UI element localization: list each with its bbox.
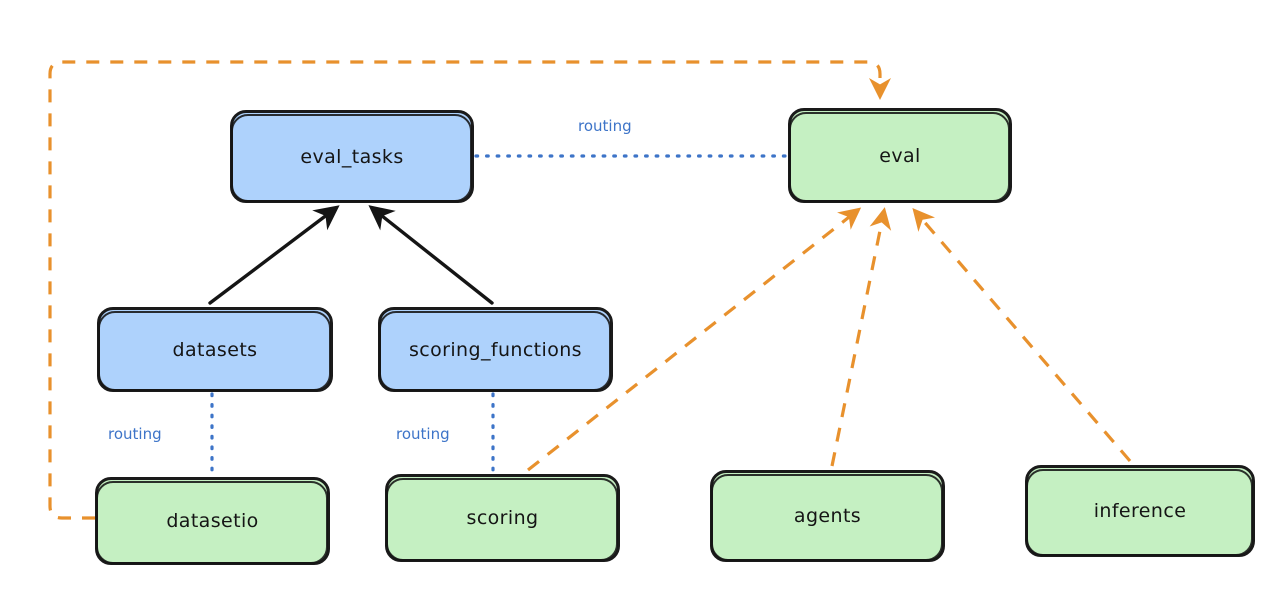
edge-agents-eval <box>830 207 892 467</box>
node-scoring[interactable]: scoring <box>385 474 620 562</box>
node-label: agents <box>793 505 862 527</box>
node-eval[interactable]: eval <box>788 108 1012 203</box>
node-label: scoring <box>466 507 539 529</box>
node-eval-tasks[interactable]: eval_tasks <box>230 110 474 203</box>
edge-datasets-eval_tasks <box>208 205 340 305</box>
edge-label-routing-top: routing <box>578 117 632 135</box>
node-label: datasetio <box>166 510 259 532</box>
node-label: eval <box>879 144 921 167</box>
node-label: scoring_functions <box>409 338 582 361</box>
node-datasetio[interactable]: datasetio <box>95 477 330 565</box>
node-label: datasets <box>172 338 258 361</box>
edge-label-routing-middle: routing <box>396 425 450 443</box>
node-agents[interactable]: agents <box>710 470 945 562</box>
edge-scoring_functions-eval_tasks <box>368 205 494 305</box>
edge-label-routing-left: routing <box>108 425 162 443</box>
edge-inference-eval <box>912 207 1132 463</box>
node-datasets[interactable]: datasets <box>97 307 333 392</box>
node-label: eval_tasks <box>300 145 404 168</box>
node-scoring-functions[interactable]: scoring_functions <box>378 307 613 392</box>
node-inference[interactable]: inference <box>1025 465 1255 557</box>
node-label: inference <box>1093 500 1187 522</box>
